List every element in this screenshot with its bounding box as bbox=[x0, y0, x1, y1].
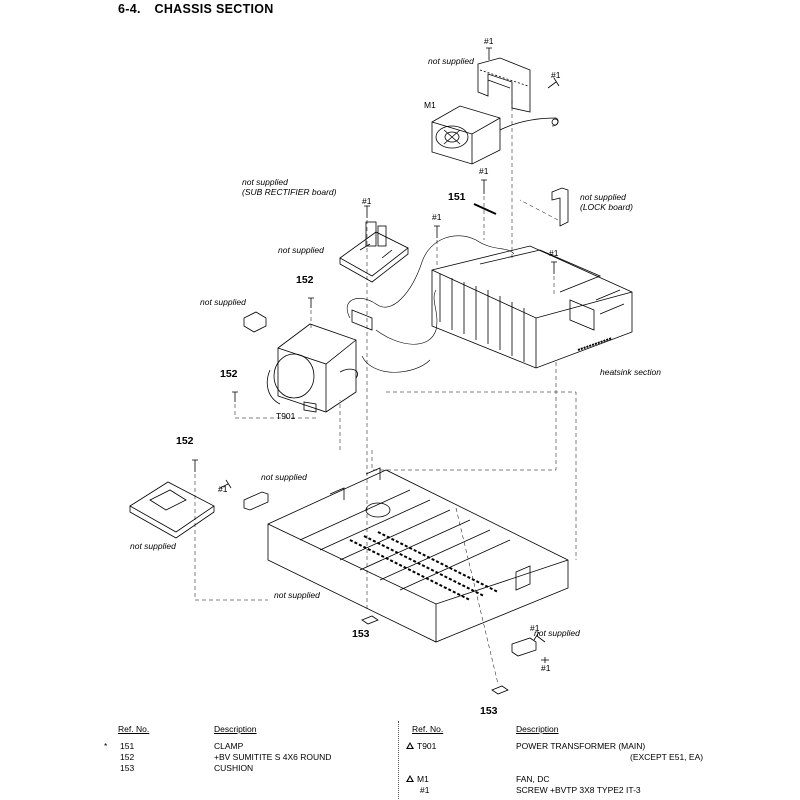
lower-left-board bbox=[129, 481, 215, 539]
heatsink-section bbox=[431, 245, 633, 369]
callout-screw-1-d: #1 bbox=[362, 196, 372, 206]
connector bbox=[351, 309, 373, 331]
row-151-mark: * bbox=[104, 741, 108, 751]
callout-153-b: 153 bbox=[480, 705, 498, 717]
row-screw-ref: #1 bbox=[420, 785, 430, 795]
fan-bracket bbox=[477, 57, 531, 113]
sub-rectifier-board bbox=[339, 221, 409, 283]
cushion-153-b bbox=[491, 685, 509, 695]
callout-screw-1-e: #1 bbox=[432, 212, 442, 222]
callout-153-a: 153 bbox=[352, 628, 370, 640]
row-m1-ref: M1 bbox=[417, 774, 429, 784]
callout-screw-1-a: #1 bbox=[484, 36, 494, 46]
row-t901-ref: T901 bbox=[417, 741, 437, 751]
fan-m1 bbox=[431, 105, 559, 165]
exploded-view-drawing bbox=[129, 47, 633, 695]
callout-m1: M1 bbox=[424, 100, 436, 110]
callout-152-a: 152 bbox=[296, 274, 314, 286]
row-153-desc: CUSHION bbox=[214, 763, 254, 773]
row-152-desc: +BV SUMITITE S 4X6 ROUND bbox=[214, 752, 332, 762]
callout-not-supplied-block: not supplied bbox=[200, 297, 246, 307]
section-heading: 6-4. CHASSIS SECTION bbox=[118, 2, 274, 16]
bracket-left bbox=[243, 491, 269, 511]
callout-screw-1-f: #1 bbox=[549, 248, 559, 258]
row-151-ref: 151 bbox=[120, 741, 135, 751]
row-m1-ref-wrap: M1 bbox=[406, 774, 429, 785]
callout-fan-bracket-not-supplied: not supplied bbox=[428, 56, 474, 66]
row-t901-note: (EXCEPT E51, EA) bbox=[630, 752, 704, 762]
row-t901-ref-wrap: T901 bbox=[406, 741, 436, 752]
callout-heatsink: heatsink section bbox=[600, 367, 661, 377]
callout-screw-1-i: #1 bbox=[541, 663, 551, 673]
callout-not-supplied-bracket: not supplied bbox=[261, 472, 307, 482]
callout-not-supplied-wire: not supplied bbox=[278, 245, 324, 255]
callout-lock-board-line2: (LOCK board) bbox=[580, 202, 633, 212]
row-t901-desc: POWER TRANSFORMER (MAIN) bbox=[516, 741, 646, 751]
callout-sub-rectifier-line1: not supplied bbox=[242, 177, 288, 187]
callout-152-c: 152 bbox=[176, 435, 194, 447]
description-header-right: Description bbox=[516, 724, 559, 734]
callout-screw-1-h: #1 bbox=[530, 623, 540, 633]
callout-screw-1-b: #1 bbox=[551, 70, 561, 80]
section-title: CHASSIS SECTION bbox=[154, 2, 274, 16]
callout-151: 151 bbox=[448, 191, 466, 203]
callout-152-b: 152 bbox=[220, 368, 238, 380]
cushion-153-a bbox=[361, 615, 379, 625]
callout-not-supplied-board: not supplied bbox=[130, 541, 176, 551]
screws-top bbox=[192, 47, 560, 663]
row-screw-desc: SCREW +BVTP 3X8 TYPE2 IT-3 bbox=[516, 785, 641, 795]
small-block bbox=[243, 311, 267, 333]
row-151-desc: CLAMP bbox=[214, 741, 244, 751]
description-header-left: Description bbox=[214, 724, 257, 734]
section-number: 6-4. bbox=[118, 2, 141, 16]
row-153-ref: 153 bbox=[120, 763, 135, 773]
caution-triangle-icon bbox=[406, 742, 414, 749]
row-152-ref: 152 bbox=[120, 752, 135, 762]
callout-t901: T901 bbox=[276, 411, 296, 421]
clamp-151 bbox=[473, 203, 497, 215]
ref-no-header-left: Ref. No. bbox=[118, 724, 150, 734]
callout-screw-1-g: #1 bbox=[218, 484, 228, 494]
callout-not-supplied-chassis: not supplied bbox=[274, 590, 320, 600]
callout-not-supplied-right: not supplied bbox=[534, 628, 580, 638]
lock-board bbox=[551, 187, 569, 227]
bracket-right bbox=[511, 637, 537, 657]
row-m1-desc: FAN, DC bbox=[516, 774, 550, 784]
ref-no-header-right: Ref. No. bbox=[412, 724, 444, 734]
callout-sub-rectifier-line2: (SUB RECTIFIER board) bbox=[242, 187, 337, 197]
main-chassis bbox=[267, 467, 569, 643]
callout-screw-1-c: #1 bbox=[479, 166, 489, 176]
table-divider bbox=[398, 721, 399, 799]
transformer-t901 bbox=[266, 323, 358, 413]
callout-lock-board-line1: not supplied bbox=[580, 192, 626, 202]
caution-triangle-icon bbox=[406, 775, 414, 782]
